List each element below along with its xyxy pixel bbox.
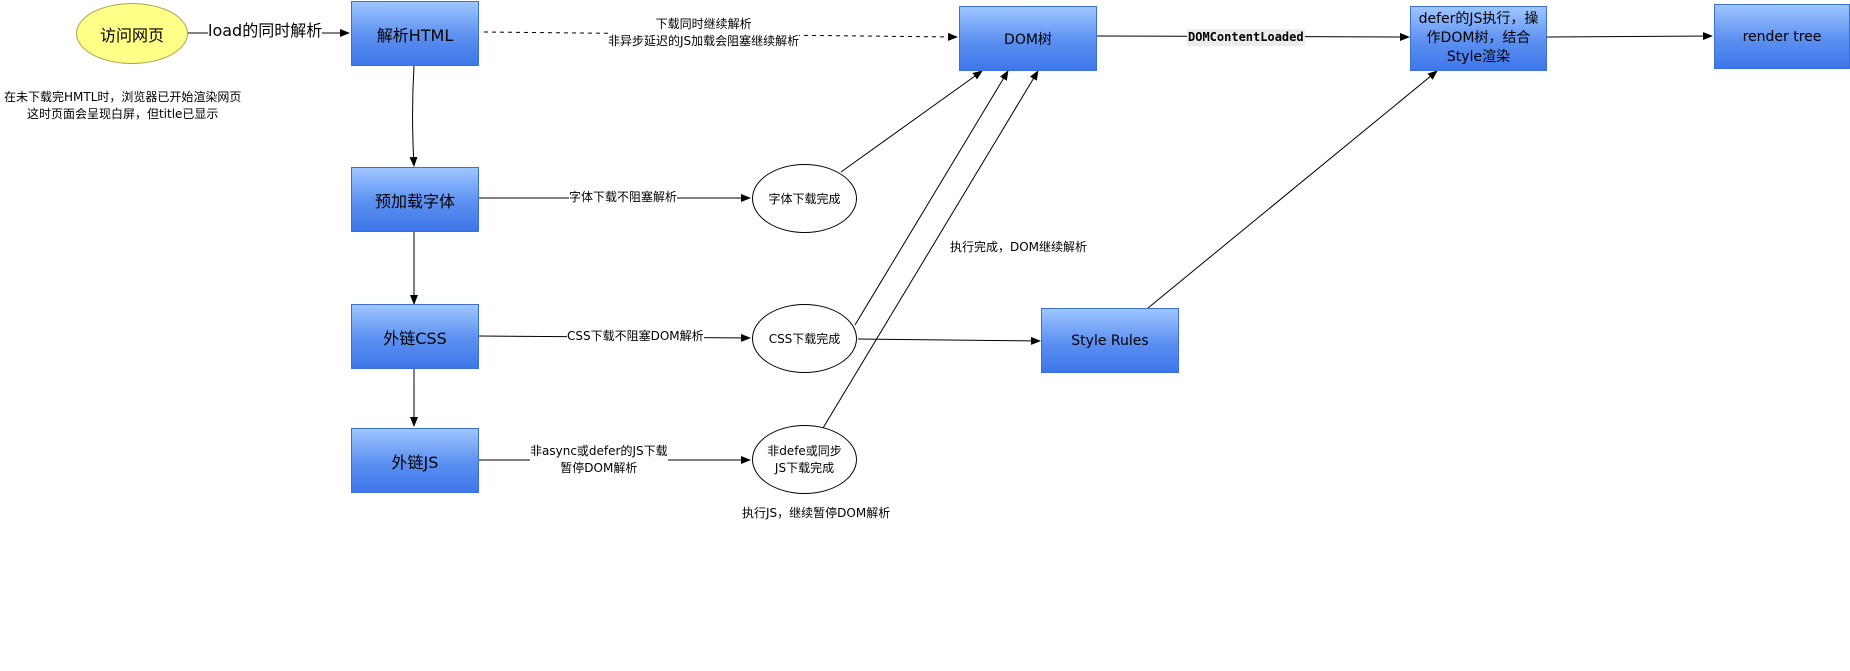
defer-exec-node: defer的JS执行，操 作DOM树，结合 Style渲染: [1410, 6, 1547, 71]
css-no-block-label: CSS下载不阻塞DOM解析: [567, 328, 704, 345]
font-done-node: 字体下载完成: [752, 164, 857, 233]
continue-parse-label: 下载同时继续解析 非异步延迟的JS加载会阻塞继续解析: [608, 16, 800, 50]
external-js-node: 外链JS: [351, 428, 479, 493]
exec-done-label: 执行完成，DOM继续解析: [950, 239, 1088, 256]
visit-page-label: 访问网页: [99, 25, 164, 45]
external-css-node: 外链CSS: [351, 304, 479, 369]
font-done-label: 字体下载完成: [768, 192, 841, 206]
dom-content-loaded-label: DOMContentLoaded: [1187, 29, 1305, 46]
style-rules-label: Style Rules: [1071, 332, 1149, 349]
dom-tree-label: DOM树: [1004, 31, 1052, 48]
edge-jsdone-to-dom: [822, 70, 1039, 429]
edge-parse-to-dom: [483, 31, 958, 41]
exec-js-note: 执行JS，继续暂停DOM解析: [742, 506, 891, 520]
load-parse-label: load的同时解析: [208, 21, 323, 40]
js-done-node: 非defe或同步 JS下载完成: [752, 425, 857, 494]
edge-style-to-defer: [1147, 70, 1438, 309]
parse-html-node: 解析HTML: [351, 1, 479, 66]
white-screen-note: 在未下载完HMTL时，浏览器已开始渲染网页 这时页面会呈现白屏，但title已显…: [4, 90, 242, 121]
preload-font-node: 预加载字体: [351, 167, 479, 232]
render-tree-node: render tree: [1714, 4, 1850, 69]
js-pause-label: 非async或defer的JS下载 暂停DOM解析: [530, 443, 668, 477]
parse-html-label: 解析HTML: [376, 25, 454, 45]
edge-fontdone-to-dom: [840, 70, 983, 173]
js-done-label: 非defe或同步 JS下载完成: [767, 443, 842, 475]
edge-cssdone-to-style: [857, 336, 1041, 345]
external-css-label: 外链CSS: [383, 328, 447, 348]
edge-cssdone-to-dom: [854, 70, 1009, 326]
preload-font-label: 预加载字体: [374, 191, 455, 211]
defer-exec-label: defer的JS执行，操 作DOM树，结合 Style渲染: [1418, 11, 1539, 65]
style-rules-node: Style Rules: [1041, 308, 1179, 373]
external-js-label: 外链JS: [391, 452, 439, 472]
edge-defer-to-render: [1546, 32, 1713, 41]
css-done-node: CSS下载完成: [752, 304, 857, 373]
dom-tree-node: DOM树: [959, 6, 1097, 71]
edge-parse-to-font: [409, 65, 418, 167]
font-no-block-label: 字体下载不阻塞解析: [569, 189, 678, 206]
render-tree-label: render tree: [1742, 28, 1822, 45]
visit-page-node: 访问网页: [76, 3, 188, 64]
css-done-label: CSS下载完成: [768, 332, 841, 346]
